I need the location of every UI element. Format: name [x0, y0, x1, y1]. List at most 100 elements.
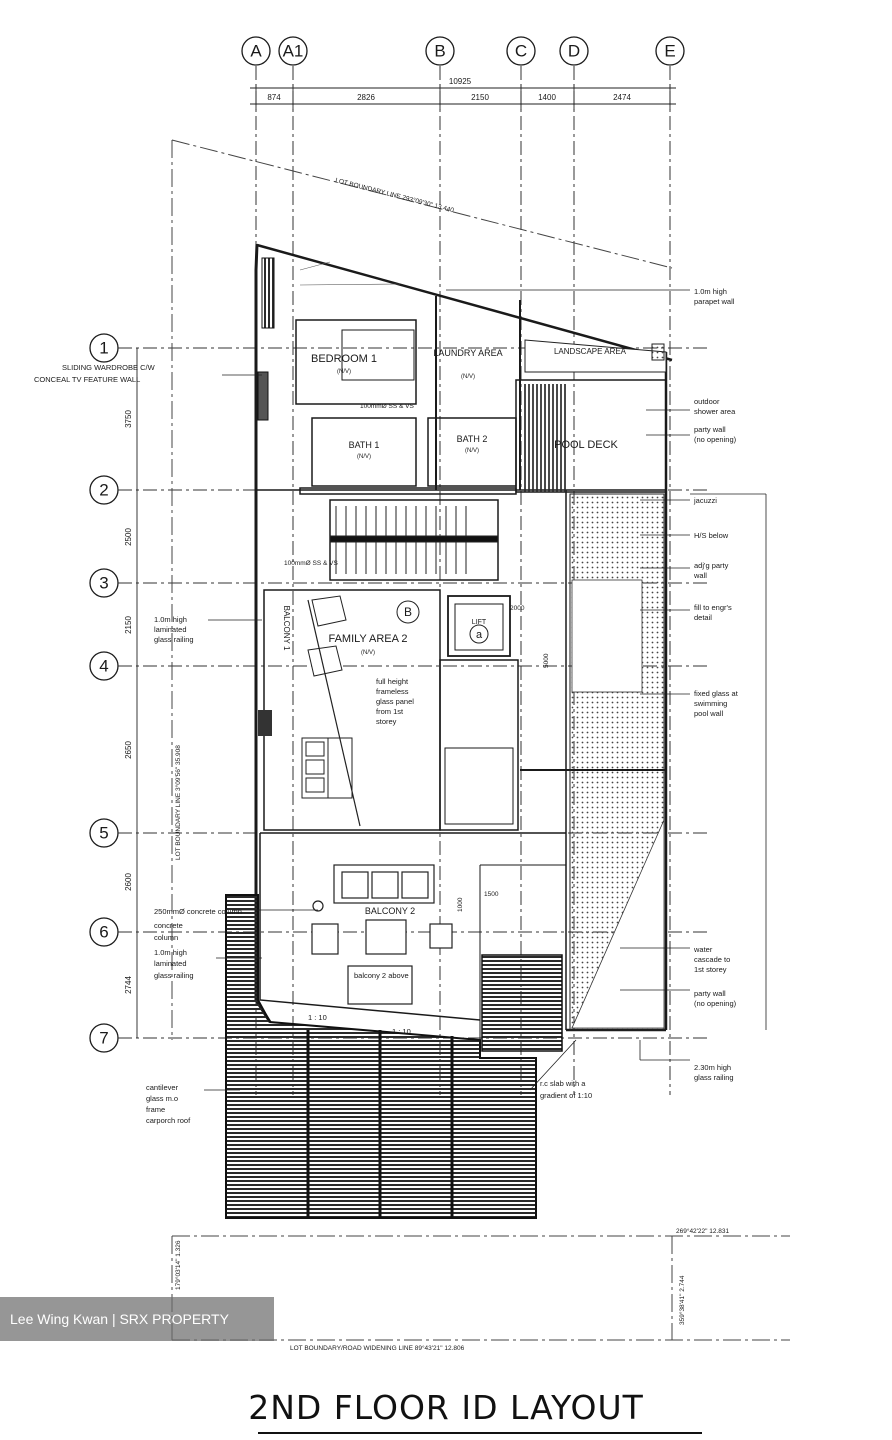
grid-col-a1: A1 [283, 42, 304, 61]
note-dim-1500: 1500 [484, 891, 499, 898]
note-rail2-1: 1.0m high [154, 948, 187, 957]
landscape-dot-box [651, 343, 665, 361]
span-a-a1: 874 [267, 93, 281, 102]
grid-row-6: 6 [99, 923, 108, 942]
row-span-2: 2500 [124, 528, 133, 546]
grid-col-a: A [250, 42, 262, 61]
note-parapet-2: parapet wall [694, 297, 735, 306]
note-party1-1: party wall [694, 425, 726, 434]
grid-col-b: B [434, 42, 445, 61]
total-width: 10925 [449, 77, 472, 86]
note-slope-1: 1 : 10 [308, 1013, 327, 1022]
row-span-1: 3750 [124, 410, 133, 428]
grid-row-4: 4 [99, 657, 108, 676]
note-hs-below: H/S below [694, 531, 729, 540]
bath2-sub: (N/V) [465, 448, 479, 454]
row-span-3: 2150 [124, 616, 133, 634]
note-shower-1: outdoor [694, 397, 720, 406]
bath1-sub: (N/V) [357, 454, 371, 460]
note-party2-2: (no opening) [694, 999, 737, 1008]
note-fixed-1: fixed glass at [694, 689, 739, 698]
bottom-upper-label: 269°42'22" 12.831 [676, 1227, 730, 1235]
span-a1-b: 2826 [357, 93, 375, 102]
balcony2-label: BALCONY 2 [365, 906, 415, 916]
water-cascade [571, 819, 665, 1029]
note-rail1-1: 1.0m high [154, 615, 187, 624]
note-parapet-1: 1.0m high [694, 287, 727, 296]
note-frameless-2: frameless [376, 687, 409, 696]
leader-lines [204, 289, 767, 1091]
note-balcony-above: balcony 2 above [354, 971, 409, 980]
note-cascade-1: water [693, 945, 713, 954]
watermark: Lee Wing Kwan | SRX PROPERTY [0, 1297, 274, 1341]
note-dim-2000: 2000 [510, 605, 525, 612]
grid-row-3: 3 [99, 574, 108, 593]
note-party1-2: (no opening) [694, 435, 737, 444]
note-carporch-2: glass m.o [146, 1094, 178, 1103]
note-frameless-4: from 1st [376, 707, 404, 716]
note-fill-2: detail [694, 613, 712, 622]
grid-col-e: E [664, 42, 675, 61]
span-d-e: 2474 [613, 93, 631, 102]
grid-row-7: 7 [99, 1029, 108, 1048]
lift-marker-circle [469, 624, 489, 644]
grid-col-d: D [568, 42, 580, 61]
note-wardrobe-1: SLIDING WARDROBE C/W [62, 363, 156, 372]
note-slope-2: 1 : 10 [392, 1027, 411, 1036]
pool-deck-stairs [522, 384, 566, 492]
title-underline [258, 1432, 702, 1434]
note-sill-2: 100mmØ SS & VS [284, 560, 338, 567]
bedroom-roof-hatch [299, 261, 401, 286]
left-lower-label: 179°03'14" 1.326 [174, 1240, 182, 1290]
note-sill-1: 100mmØ SS & VS [360, 403, 414, 410]
family-area-label: FAMILY AREA 2 [328, 633, 407, 645]
note-dim-1000: 1000 [457, 897, 464, 912]
note-column-1: 250mmØ concrete column [154, 907, 242, 916]
note-column-3: column [154, 933, 178, 942]
top-dimension [250, 84, 676, 110]
note-dim-5000: 5000 [543, 653, 550, 668]
note-frameless-1: full height [376, 677, 409, 686]
row-span-6: 2744 [124, 976, 133, 994]
landscape-planting [524, 339, 667, 373]
section-marker: B [404, 605, 412, 619]
balcony2-furniture [311, 864, 453, 1005]
note-rail1-2: laminated [154, 625, 187, 634]
landscape-label: LANDSCAPE AREA [554, 347, 627, 356]
grid-row-1: 1 [99, 339, 108, 358]
staircase [329, 506, 499, 574]
jacuzzi-box [571, 579, 643, 693]
note-slab-1: r.c slab with a [540, 1079, 586, 1088]
note-rail3-1: 2.30m high [694, 1063, 731, 1072]
family-area-sub: (N/V) [361, 650, 375, 656]
note-rail3-2: glass railing [694, 1073, 734, 1082]
bath2-label: BATH 2 [457, 434, 488, 444]
bedroom-sub: (N/V) [337, 369, 351, 375]
row-span-5: 2600 [124, 873, 133, 891]
note-carporch-1: cantilever [146, 1083, 179, 1092]
note-party2-1: party wall [694, 989, 726, 998]
note-adj-party-2: wall [693, 571, 707, 580]
grid-column-bubbles [241, 36, 685, 66]
top-boundary-label: LOT BOUNDARY LINE 293°09'30" 13.440 [335, 176, 456, 214]
span-b-c: 2150 [471, 93, 489, 102]
note-fixed-2: swimming [694, 699, 727, 708]
pool-deck-label: POOL DECK [554, 439, 618, 451]
row-span-4: 2650 [124, 741, 133, 759]
note-wardrobe-2: CONCEAL TV FEATURE WALL [34, 375, 140, 384]
note-jacuzzi: jacuzzi [693, 496, 717, 505]
grid-row-2: 2 [99, 481, 108, 500]
lot-boundary-lines [171, 139, 790, 1341]
page-title: 2ND FLOOR ID LAYOUT [248, 1388, 644, 1427]
note-fill-1: fill to engr's [694, 603, 732, 612]
wardrobe-strip [257, 257, 275, 736]
section-marker-circle [396, 600, 420, 624]
bottom-boundary-label: LOT BOUNDARY/ROAD WIDENING LINE 89°43'21… [290, 1344, 465, 1352]
note-shower-2: shower area [694, 407, 736, 416]
carporch-roof [225, 894, 563, 1219]
lift-label: LIFT [472, 619, 487, 626]
note-rail1-3: glass railing [154, 635, 194, 644]
lift-marker: a [476, 629, 483, 641]
note-carporch-3: frame [146, 1105, 165, 1114]
